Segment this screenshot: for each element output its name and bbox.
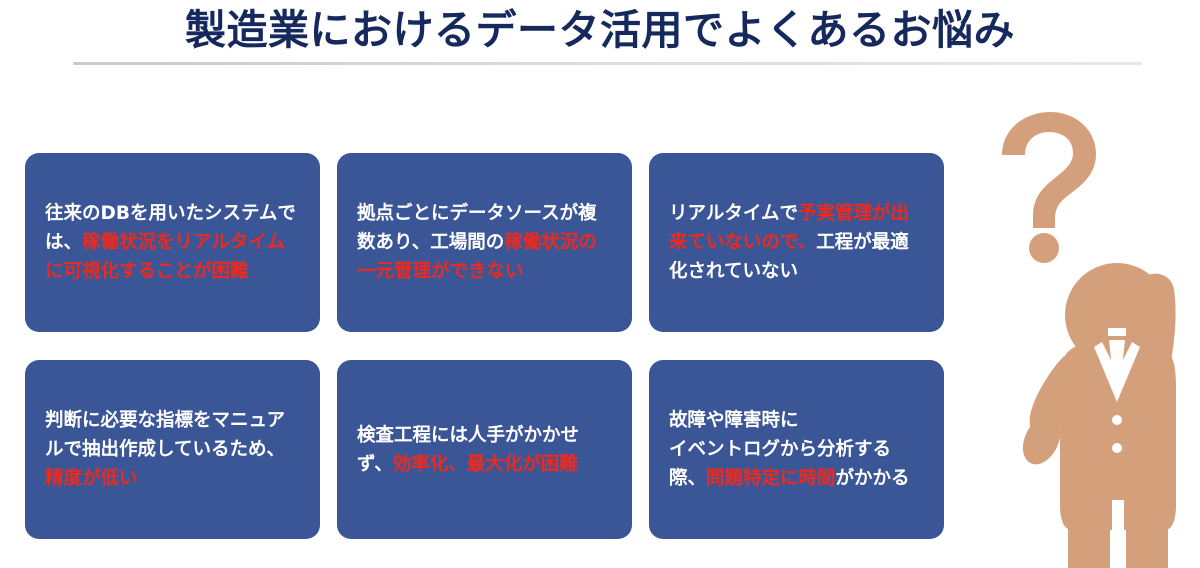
pain-point-card: 拠点ごとにデータソースが複数あり、工場間の稼働状況の一元管理ができない bbox=[337, 153, 632, 332]
pain-point-card: 往来のDBを用いたシステムでは、稼働状況をリアルタイムに可視化することが困難 bbox=[25, 153, 320, 332]
title-block: 製造業におけるデータ活用でよくあるお悩み bbox=[0, 4, 1200, 56]
highlighted-text: 稼働状況の一元管理ができない bbox=[357, 232, 597, 282]
pain-point-card: 故障や障害時にイベントログから分析する際、問題特定に時間がかかる bbox=[649, 360, 944, 539]
body-text: イベントログから分析する際、 bbox=[669, 439, 892, 489]
body-text: 工程が最適化されていない bbox=[669, 232, 909, 282]
highlighted-text: 効率化、最大化が困難 bbox=[392, 453, 578, 475]
highlighted-text: 予実管理が出来ていないので、 bbox=[669, 203, 909, 253]
body-text: 故障や障害時に bbox=[669, 410, 799, 431]
pain-point-card-text: 検査工程には人手がかかせず、効率化、最大化が困難 bbox=[357, 421, 614, 479]
body-text: がかかる bbox=[835, 468, 910, 489]
shirt-detail-icon bbox=[1094, 328, 1140, 568]
confused-businessman-illustration bbox=[960, 100, 1200, 568]
body-text: 往来のDBを用いたシステムでは、 bbox=[45, 203, 296, 253]
pain-point-card: 判断に必要な指標をマニュアルで抽出作成しているため、精度が低い bbox=[25, 360, 320, 539]
pain-point-card-text: 故障や障害時にイベントログから分析する際、問題特定に時間がかかる bbox=[669, 406, 926, 493]
body-text: 判断に必要な指標をマニュアルで抽出作成しているため、 bbox=[45, 410, 286, 460]
body-text: リアルタイムで bbox=[669, 203, 798, 224]
pain-point-card-text: 拠点ごとにデータソースが複数あり、工場間の稼働状況の一元管理ができない bbox=[357, 199, 614, 286]
pain-point-card-text: 往来のDBを用いたシステムでは、稼働状況をリアルタイムに可視化することが困難 bbox=[45, 199, 302, 286]
pain-point-card-text: 判断に必要な指標をマニュアルで抽出作成しているため、精度が低い bbox=[45, 406, 302, 493]
body-text: 拠点ごとにデータソースが複数あり、工場間の bbox=[357, 203, 597, 253]
page-title: 製造業におけるデータ活用でよくあるお悩み bbox=[185, 6, 1015, 54]
pain-point-card-grid: 往来のDBを用いたシステムでは、稼働状況をリアルタイムに可視化することが困難拠点… bbox=[25, 153, 945, 539]
highlighted-text: 問題特定に時間 bbox=[706, 468, 836, 489]
title-divider bbox=[73, 62, 1142, 65]
highlighted-text: 稼働状況をリアルタイムに可視化することが困難 bbox=[45, 232, 285, 282]
person-silhouette-icon bbox=[1022, 263, 1176, 568]
pain-point-card-text: リアルタイムで予実管理が出来ていないので、工程が最適化されていない bbox=[669, 199, 926, 286]
highlighted-text: 精度が低い bbox=[45, 468, 138, 489]
body-text: 検査工程には人手がかかせず、 bbox=[357, 424, 580, 475]
question-mark-icon bbox=[1002, 112, 1096, 263]
pain-point-card: リアルタイムで予実管理が出来ていないので、工程が最適化されていない bbox=[649, 153, 944, 332]
pain-point-card: 検査工程には人手がかかせず、効率化、最大化が困難 bbox=[337, 360, 632, 539]
